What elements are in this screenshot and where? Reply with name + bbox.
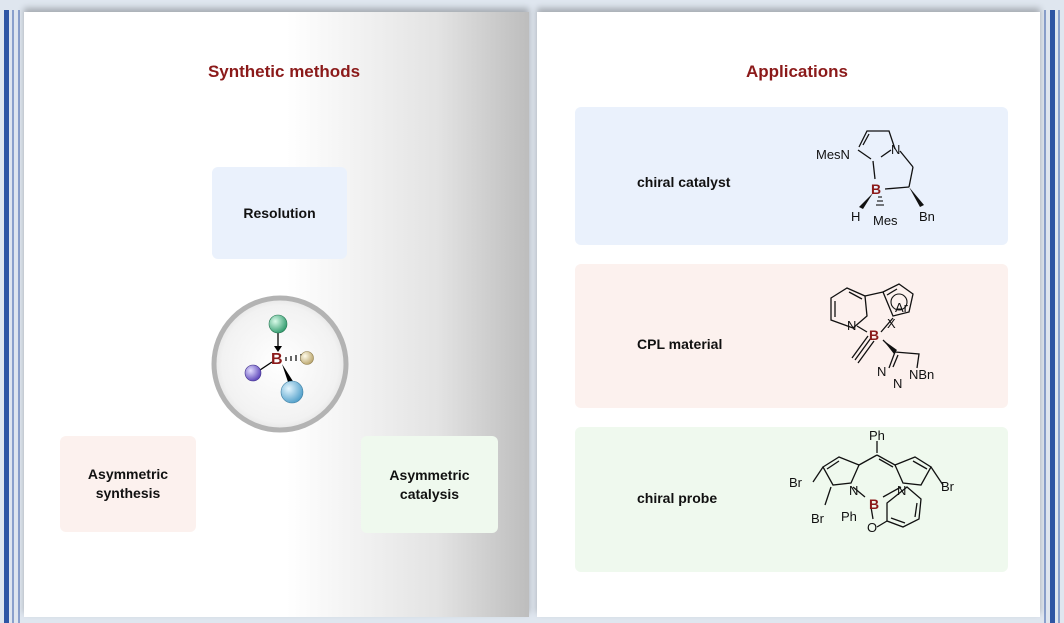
cpl-n1: N	[877, 364, 886, 379]
asymmetric-synthesis-box: Asymmetric synthesis	[60, 436, 196, 532]
catalyst-structure: MesN N B H Mes Bn	[816, 130, 935, 228]
tan-ball	[300, 351, 314, 365]
green-ball	[268, 314, 288, 334]
cpl-nbn: NBn	[909, 367, 934, 382]
book-spine-right-inner	[1058, 10, 1060, 623]
catalyst-wedge-h	[859, 193, 873, 209]
chiral-probe-box: chiral probe Ph Br Br Br N N B	[575, 427, 1008, 572]
cpl-material-label: CPL material	[637, 336, 723, 352]
applications-title: Applications	[745, 62, 848, 81]
catalyst-mes: Mes	[873, 213, 898, 228]
boron-atom: B	[271, 351, 283, 368]
book-spine-left-inner	[12, 10, 14, 623]
probe-ph-top: Ph	[869, 428, 885, 443]
catalyst-wedge-bn	[909, 187, 924, 207]
probe-br-bottom: Br	[811, 511, 825, 526]
probe-br-left: Br	[789, 475, 803, 490]
asymmetric-synthesis-label: Asymmetric synthesis	[87, 466, 169, 501]
asymmetric-catalysis-label: Asymmetric catalysis	[389, 466, 470, 502]
cpl-n2: N	[893, 376, 902, 391]
synthetic-methods-title: Synthetic methods	[207, 62, 361, 81]
catalyst-h: H	[851, 209, 860, 224]
cpl-ar: Ar	[895, 300, 909, 315]
probe-boron: B	[869, 496, 879, 512]
asymmetric-catalysis-box: Asymmetric catalysis	[361, 436, 498, 533]
resolution-box: Resolution	[212, 167, 347, 259]
chiral-probe-label: chiral probe	[637, 490, 718, 506]
blue-ball	[280, 380, 304, 404]
catalyst-bn: Bn	[919, 209, 935, 224]
book-spine-left-outer	[4, 10, 9, 623]
resolution-label: Resolution	[243, 204, 316, 221]
catalyst-n: N	[891, 142, 900, 157]
cpl-material-box: CPL material N B Ar X N N NBn	[575, 264, 1008, 408]
bond-up-arrowhead	[274, 346, 282, 352]
cpl-boron: B	[869, 327, 879, 343]
chiral-catalyst-label: chiral catalyst	[637, 174, 731, 190]
purple-ball	[244, 364, 262, 382]
cpl-wedge	[883, 340, 897, 354]
chiral-catalyst-box: chiral catalyst MesN N B H Mes Bn	[575, 107, 1008, 245]
emblem-circle	[211, 295, 349, 433]
catalyst-boron: B	[871, 181, 881, 197]
catalyst-mesn: MesN	[816, 147, 850, 162]
cpl-n: N	[847, 318, 856, 333]
probe-o: O	[867, 520, 877, 535]
book-spine-right-outer	[1050, 10, 1055, 623]
probe-n-right: N	[897, 483, 906, 498]
probe-structure: Ph Br Br Br N N B Ph O	[789, 428, 955, 535]
probe-br-right: Br	[941, 479, 955, 494]
catalyst-hash	[876, 196, 884, 206]
book-spine-left-edge	[18, 10, 20, 623]
cpl-aromatic-ring	[890, 293, 908, 311]
probe-n-left: N	[849, 483, 858, 498]
probe-ph: Ph	[841, 509, 857, 524]
book-spine-right-edge	[1044, 10, 1046, 623]
chiral-boron-emblem: B	[211, 295, 349, 433]
cpl-structure: N B Ar X N N NBn	[830, 283, 934, 391]
cpl-x: X	[887, 316, 896, 331]
